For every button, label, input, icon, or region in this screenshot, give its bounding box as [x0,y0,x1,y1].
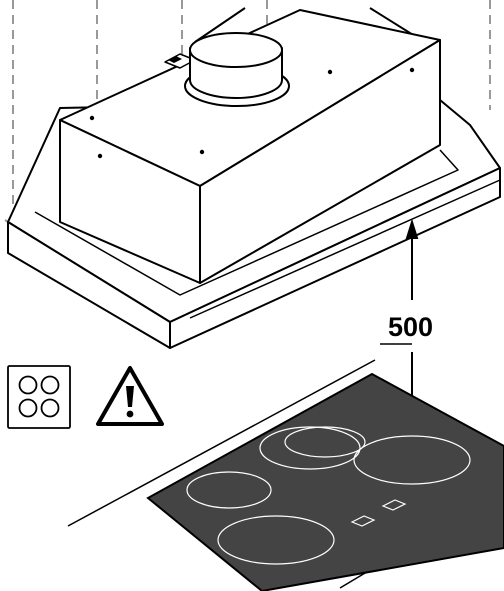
hob-control-button [350,515,376,527]
screw-holes [89,67,415,159]
distance-label: 500 [388,312,433,342]
warning-triangle-icon [96,366,164,426]
hood-frame-inner [34,149,459,296]
cooker-hood [7,9,501,349]
hob-surface [146,372,504,591]
hob-control-button [381,499,407,511]
hood-frame-right [169,167,501,349]
hob-controls [350,499,407,527]
housing-right [199,39,441,284]
cooking-zones [186,426,471,565]
exhaust-duct [184,32,290,107]
ceramic-hob [146,372,504,591]
electric-hob-four-zones-icon [7,365,71,429]
